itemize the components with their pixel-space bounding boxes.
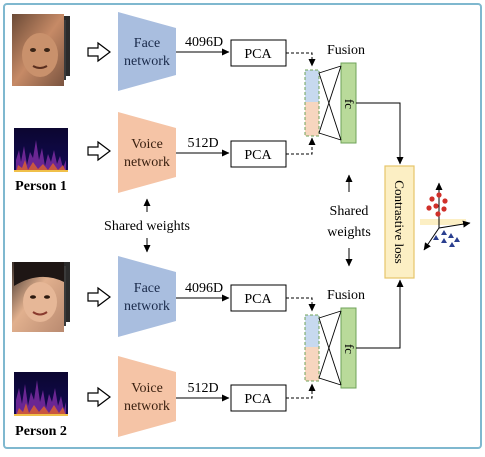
- person-1-face-image: [12, 14, 70, 86]
- person-2-label: Person 2: [15, 424, 67, 439]
- person-1-concat-vector: [304, 69, 320, 137]
- hollow-arrow-icon: [87, 386, 111, 408]
- person-2-face-pca-label: PCA: [244, 292, 272, 307]
- person-1-face-network: [118, 12, 176, 91]
- person-2-face-network: [118, 256, 176, 337]
- 3d-embedding-scatter-icon: [420, 182, 471, 251]
- person-2-face-dim: 4096D: [185, 281, 223, 296]
- person-1-face-dim: 4096D: [185, 35, 223, 50]
- outer-frame: [3, 3, 482, 449]
- person-1-fc-label: fc: [342, 99, 357, 109]
- person-1-voice-network-line2: network: [124, 155, 170, 170]
- person-1-fc-connections: [318, 65, 342, 141]
- shared-weights-mid-line1: Shared: [330, 204, 369, 219]
- hollow-arrow-icon: [87, 140, 111, 162]
- contrastive-loss-box: [384, 165, 415, 279]
- person-1-face-network-line2: network: [124, 54, 170, 69]
- person-1-face-network-line1: Face: [134, 36, 160, 51]
- person-2-face-image: [12, 262, 70, 332]
- person-1-label: Person 1: [15, 179, 67, 194]
- person-1-voice-network-line1: Voice: [131, 137, 163, 152]
- person-2-voice-dim: 512D: [187, 381, 218, 396]
- person-1-spectrogram: [14, 128, 68, 172]
- person-1-voice-pca-label: PCA: [244, 148, 272, 163]
- hollow-arrow-icon: [87, 286, 111, 308]
- person-1-face-pca-label: PCA: [244, 47, 272, 62]
- person-2-voice-network-line1: Voice: [131, 381, 163, 396]
- person-2-spectrogram: [14, 372, 68, 416]
- person-1-voice-dim: 512D: [187, 136, 218, 151]
- person-1-fusion-label: Fusion: [327, 43, 365, 58]
- shared-weights-mid-line2: weights: [327, 225, 371, 240]
- person-2-fc-connections: [318, 310, 342, 386]
- person-2-face-network-line2: network: [124, 299, 170, 314]
- contrastive-loss-label: Contrastive loss: [392, 180, 407, 263]
- person-2-fusion-label: Fusion: [327, 288, 365, 303]
- person-2-voice-pca-label: PCA: [244, 392, 272, 407]
- hollow-arrow-icon: [87, 41, 111, 63]
- person-2-fc-label: fc: [342, 344, 357, 354]
- person-2-concat-vector: [304, 314, 320, 382]
- shared-weights-left-label: Shared weights: [104, 219, 190, 234]
- person-2-face-network-line1: Face: [134, 281, 160, 296]
- person-2-voice-network: [118, 356, 176, 437]
- person-2-voice-network-line2: network: [124, 399, 170, 414]
- person-2-voice-pca: [230, 384, 287, 412]
- person-1-voice-network: [118, 112, 176, 193]
